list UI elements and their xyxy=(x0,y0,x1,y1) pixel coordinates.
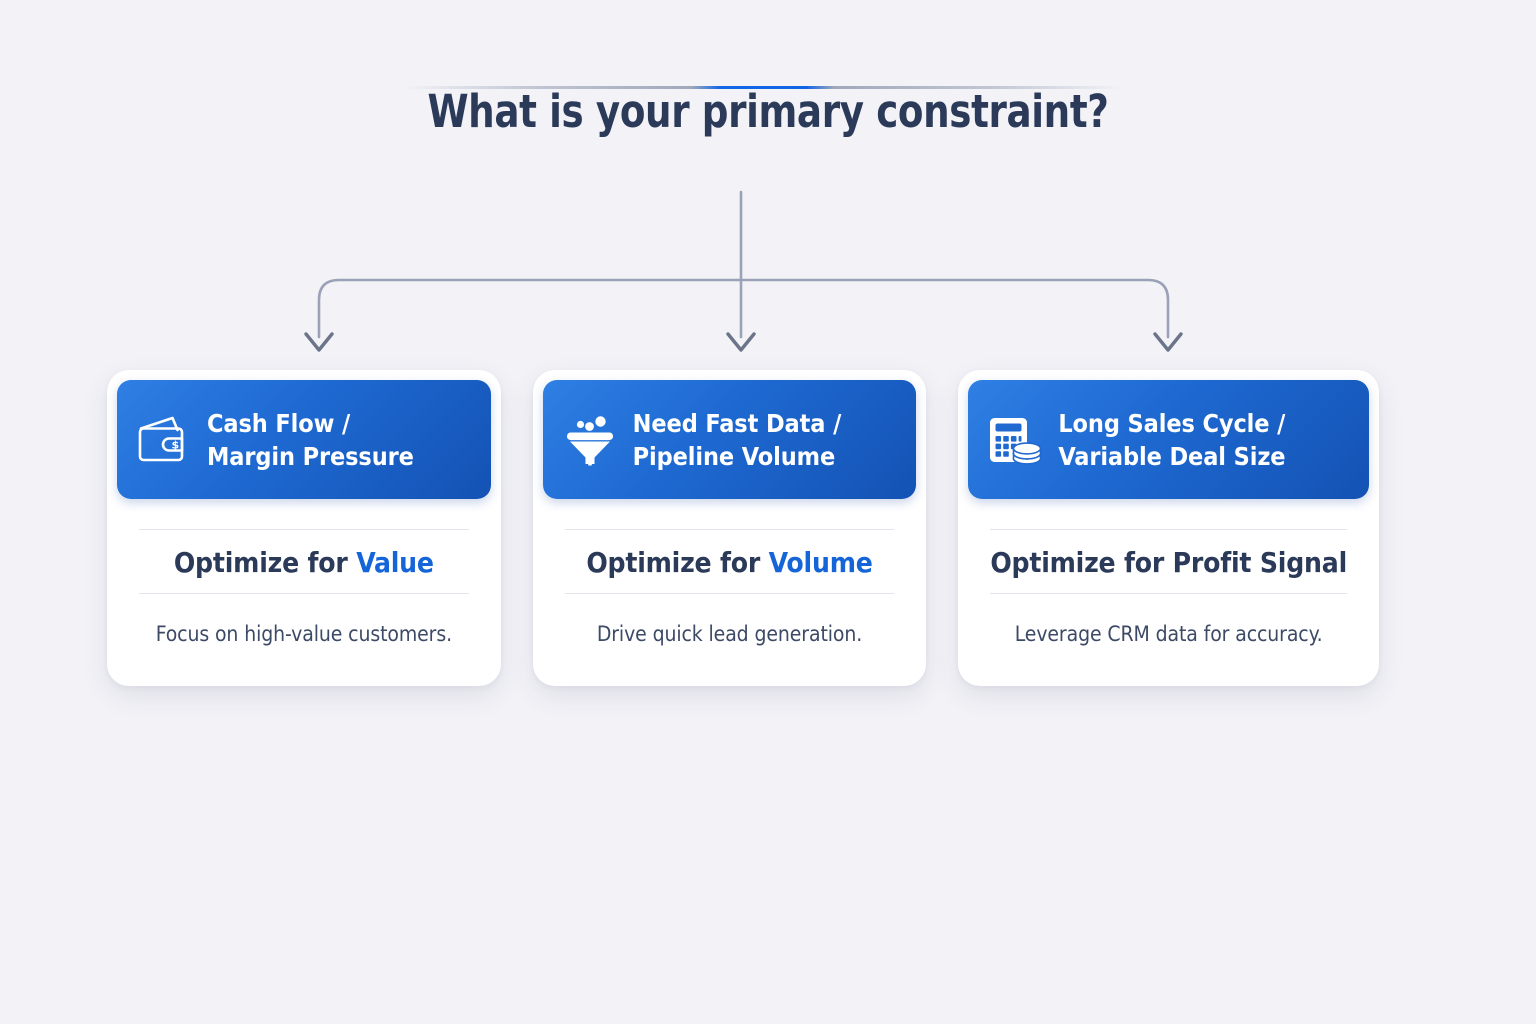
arrowhead-right xyxy=(1153,332,1183,352)
card-body: Optimize for Profit Signal Leverage CRM … xyxy=(968,499,1369,686)
card-subtitle: Optimize for Profit Signal xyxy=(990,530,1347,593)
card-header-line2: Margin Pressure xyxy=(207,441,414,471)
card-body: Optimize for Value Focus on high-value c… xyxy=(117,499,491,686)
divider-bottom xyxy=(990,593,1348,594)
option-card-pipeline-volume[interactable]: Need Fast Data / Pipeline Volume Optimiz… xyxy=(532,370,927,686)
card-header-title: Cash Flow / Margin Pressure xyxy=(203,407,477,473)
svg-text:$: $ xyxy=(171,438,179,451)
calculator-coins-icon xyxy=(984,408,1048,472)
divider-bottom xyxy=(564,593,895,594)
divider-top xyxy=(139,529,469,530)
card-description: Drive quick lead generation. xyxy=(596,622,863,646)
card-row: $ Cash Flow / Margin Pressure Optimize f… xyxy=(107,370,1380,686)
card-body: Optimize for Volume Drive quick lead gen… xyxy=(543,499,917,686)
title-block: What is your primary constraint? xyxy=(0,86,1536,138)
card-header-line2: Variable Deal Size xyxy=(1058,441,1286,471)
card-subtitle-accent: Value xyxy=(356,546,434,579)
card-header-title: Long Sales Cycle / Variable Deal Size xyxy=(1054,407,1355,473)
option-card-long-sales-cycle[interactable]: Long Sales Cycle / Variable Deal Size Op… xyxy=(958,370,1380,686)
card-header-line1: Cash Flow / xyxy=(207,408,351,438)
divider-top xyxy=(564,529,895,530)
funnel-icon xyxy=(559,408,623,472)
wallet-icon: $ xyxy=(133,408,197,472)
card-subtitle-accent: Volume xyxy=(768,546,873,579)
divider-bottom xyxy=(139,593,469,594)
divider-top xyxy=(990,529,1348,530)
arrowhead-center xyxy=(726,332,756,352)
page-title: What is your primary constraint? xyxy=(427,85,1109,138)
card-header: Long Sales Cycle / Variable Deal Size xyxy=(968,380,1370,499)
card-header: Need Fast Data / Pipeline Volume xyxy=(542,380,917,499)
card-header-line1: Need Fast Data / xyxy=(632,408,842,438)
card-header: $ Cash Flow / Margin Pressure xyxy=(117,380,491,499)
card-subtitle: Optimize for Volume xyxy=(565,530,895,593)
title-underline-rule xyxy=(405,86,1121,89)
card-header-line1: Long Sales Cycle / xyxy=(1058,408,1286,438)
card-subtitle: Optimize for Value xyxy=(139,530,469,593)
arrowhead-left xyxy=(304,332,334,352)
card-description: Leverage CRM data for accuracy. xyxy=(1014,622,1323,646)
card-subtitle-prefix: Optimize for Profit Signal xyxy=(990,546,1348,579)
card-subtitle-prefix: Optimize for xyxy=(586,546,769,579)
card-subtitle-prefix: Optimize for xyxy=(173,546,357,579)
option-card-cash-flow[interactable]: $ Cash Flow / Margin Pressure Optimize f… xyxy=(107,370,501,686)
card-header-title: Need Fast Data / Pipeline Volume xyxy=(629,407,903,473)
card-description: Focus on high-value customers. xyxy=(155,622,452,646)
card-header-line2: Pipeline Volume xyxy=(632,441,836,471)
